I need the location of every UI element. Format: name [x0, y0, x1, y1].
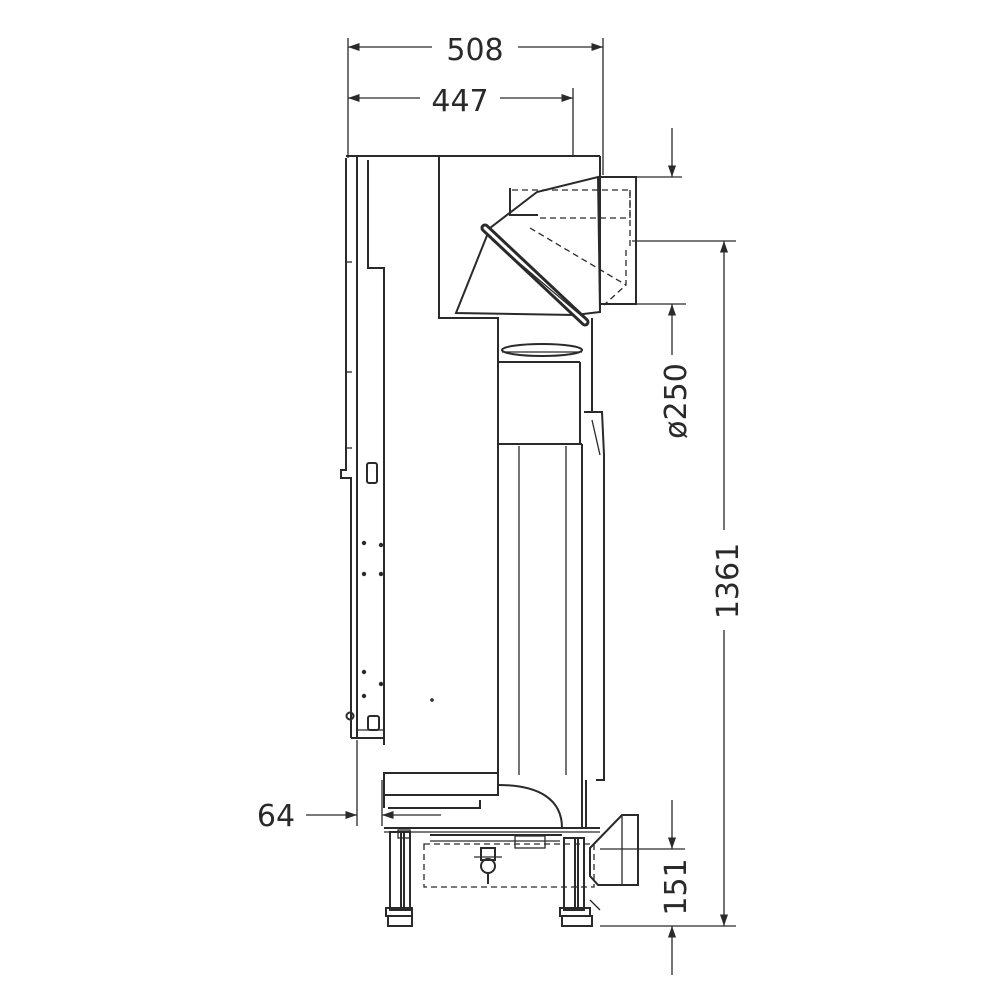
dimension-label-64: 64	[257, 799, 295, 834]
dimension-label-250: ø250	[659, 363, 694, 439]
dimension-overall-depth: 508	[347, 33, 604, 175]
dimension-label-1361: 1361	[711, 543, 746, 619]
dimension-body-depth: 447	[348, 84, 574, 155]
dimension-front-offset: 64	[257, 740, 441, 834]
dimension-label-151: 151	[659, 858, 694, 915]
dimension-label-447: 447	[431, 84, 488, 119]
dimension-flue-height: 1361	[600, 240, 746, 927]
fireplace-side-view	[340, 155, 639, 927]
dimension-label-508: 508	[446, 33, 503, 68]
dimension-inlet-height: 151	[600, 800, 694, 975]
dimension-flue-diameter: ø250	[603, 128, 694, 439]
